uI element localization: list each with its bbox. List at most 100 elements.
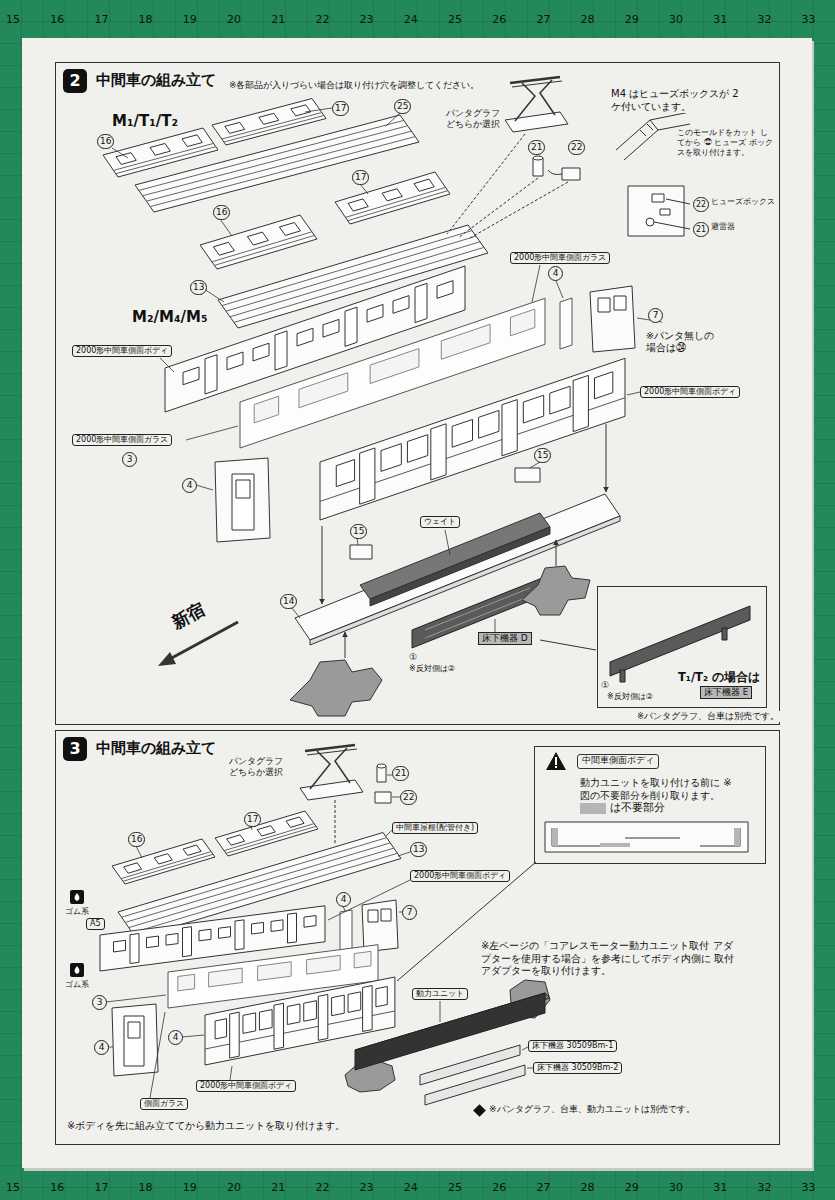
callout-number: 16 — [97, 134, 114, 149]
part-label: 2000形中間車側面ボディ — [410, 870, 510, 882]
part-label: 側面ガラス — [140, 1098, 188, 1110]
ruler-number: 20 — [227, 13, 241, 27]
ruler-number: 33 — [802, 13, 816, 27]
callout-number: 16 — [213, 205, 230, 220]
ruler-number: 19 — [183, 1181, 197, 1195]
note-text: ※パンタ無しの 場合は㉔ — [645, 330, 719, 354]
note-text: ※ボディを先に組み立ててから動力ユニットを取り付けます。 — [66, 1120, 346, 1133]
ruler-number: 18 — [139, 13, 153, 27]
note-text: ※各部品が入りづらい場合は取り付け穴を調整してください。 — [228, 80, 480, 91]
callout-number: 17 — [244, 812, 261, 827]
part-label: 2000形中間車側面ボディ — [196, 1080, 296, 1092]
note-text: ※反対側は② — [606, 692, 654, 702]
ruler-number: 28 — [581, 1181, 595, 1195]
callout-number: 4 — [336, 892, 351, 907]
callout-number: 22 — [400, 790, 417, 805]
callout-number: 4 — [182, 478, 197, 493]
callout-number: 14 — [280, 594, 297, 609]
callout-number: 25 — [394, 99, 411, 114]
ruler-number: 23 — [360, 13, 374, 27]
ruler-number: 32 — [757, 1181, 771, 1195]
callout-number: 21 — [693, 222, 709, 237]
ruler-number: 27 — [536, 13, 550, 27]
note-text: パンタグラフ どちらか選択 — [228, 756, 288, 779]
ruler-number: 21 — [271, 13, 285, 27]
node-text: T₁/T₂ の場合は — [678, 670, 760, 684]
ruler-number: 19 — [183, 13, 197, 27]
step-number: 2 — [63, 69, 87, 93]
note-text: パンタグラフ どちらか選択 — [445, 108, 505, 131]
callout-number: 4 — [548, 266, 563, 281]
ruler-number: 22 — [315, 13, 329, 27]
ruler-number: 27 — [536, 1181, 550, 1195]
callout-number: 16 — [128, 832, 145, 847]
part-label: 動力ユニット — [412, 988, 468, 1000]
car-type-label: M₁/T₁/T₂ — [112, 112, 178, 131]
ruler-number: 23 — [360, 1181, 374, 1195]
callout-number: 13 — [190, 280, 207, 295]
note-text: ヒューズボックス — [710, 197, 776, 207]
legend-text: は不要部分 — [609, 800, 666, 815]
part-label: 床下機器 30509Bm-2 — [533, 1062, 622, 1074]
note-text: ※左ページの「コアレスモーター動力ユニット取付 アダプターを使用する場合」を参考… — [480, 940, 738, 978]
part-label: 2000形中間車側面ボディ — [72, 345, 172, 357]
callout-number: 21 — [528, 140, 545, 155]
part-label: ウェイト — [420, 516, 460, 528]
section-heading: 中間車の組み立て — [96, 739, 216, 758]
ruler-number: 25 — [448, 1181, 462, 1195]
step-badge: 2 — [63, 69, 87, 93]
callout-number: 7 — [402, 905, 417, 920]
callout-number: 22 — [568, 140, 585, 155]
note-text: 避雷器 — [710, 222, 736, 232]
ruler-number: 15 — [6, 13, 20, 27]
ruler-number: 17 — [94, 1181, 108, 1195]
part-tag: 中間車側面ボディ — [577, 754, 659, 769]
part-label: 床下機器 D — [478, 632, 532, 645]
callout-number: 13 — [410, 842, 427, 857]
section-heading: 中間車の組み立て — [96, 71, 216, 90]
ruler-number: 29 — [625, 13, 639, 27]
note-text: ※パンタグラフ、台車は別売です。 — [636, 711, 780, 722]
section-panel: 中間車の組み立て3動力ユニットを取り付ける前に ※図の不要部分を削り取ります。中… — [55, 730, 780, 1145]
ruler-number: 29 — [625, 1181, 639, 1195]
note-text: このモールドをカット してから ㉒ ヒューズ ボックスを取り付けます。 — [676, 128, 774, 158]
part-label: 2000形中間車側面ガラス — [510, 252, 610, 264]
ruler-number: 31 — [713, 1181, 727, 1195]
step-number: 3 — [63, 737, 87, 761]
part-label: 中間車屋根(配管付き) — [392, 822, 478, 834]
ruler-number: 28 — [581, 13, 595, 27]
ruler-number: 16 — [50, 1181, 64, 1195]
callout-number: 3 — [122, 452, 137, 467]
callout-number: 21 — [392, 766, 409, 781]
part-label: 床下機器 E — [700, 686, 752, 699]
note-text: ※反対側は② — [408, 664, 456, 674]
ruler-number: 18 — [139, 1181, 153, 1195]
callout-number: 4 — [94, 1040, 109, 1055]
note-text: M4 はヒューズボックスが 2 ケ付いています。 — [610, 88, 744, 113]
ruler-number: 26 — [492, 13, 506, 27]
callout-number: 22 — [693, 197, 709, 212]
step-badge: 3 — [63, 737, 87, 761]
ruler-number: 16 — [50, 13, 64, 27]
callout-number: 15 — [350, 524, 367, 539]
node-text: 中間車側面ボディ — [582, 755, 654, 766]
legend-swatch — [580, 803, 606, 814]
car-type-label: M₂/M₄/M₅ — [132, 308, 207, 327]
ruler-number: 30 — [669, 1181, 683, 1195]
ruler-number: 24 — [404, 1181, 418, 1195]
note-text: ※パンタグラフ、台車、動力ユニットは別売です。 — [488, 1104, 696, 1115]
callout-number: 17 — [332, 101, 349, 116]
callout-number: 15 — [534, 448, 551, 463]
note-text: ① — [600, 680, 610, 691]
note-text: ① — [408, 652, 418, 663]
note-text: ゴム系 — [64, 980, 90, 990]
ruler-number: 21 — [271, 1181, 285, 1195]
callout-number: 17 — [352, 170, 369, 185]
ruler-number: 20 — [227, 1181, 241, 1195]
ruler-number: 33 — [802, 1181, 816, 1195]
ruler-number: 30 — [669, 13, 683, 27]
part-label: A5 — [86, 918, 105, 930]
ruler-number: 17 — [94, 13, 108, 27]
part-label: 床下機器 30509Bm-1 — [528, 1040, 617, 1052]
